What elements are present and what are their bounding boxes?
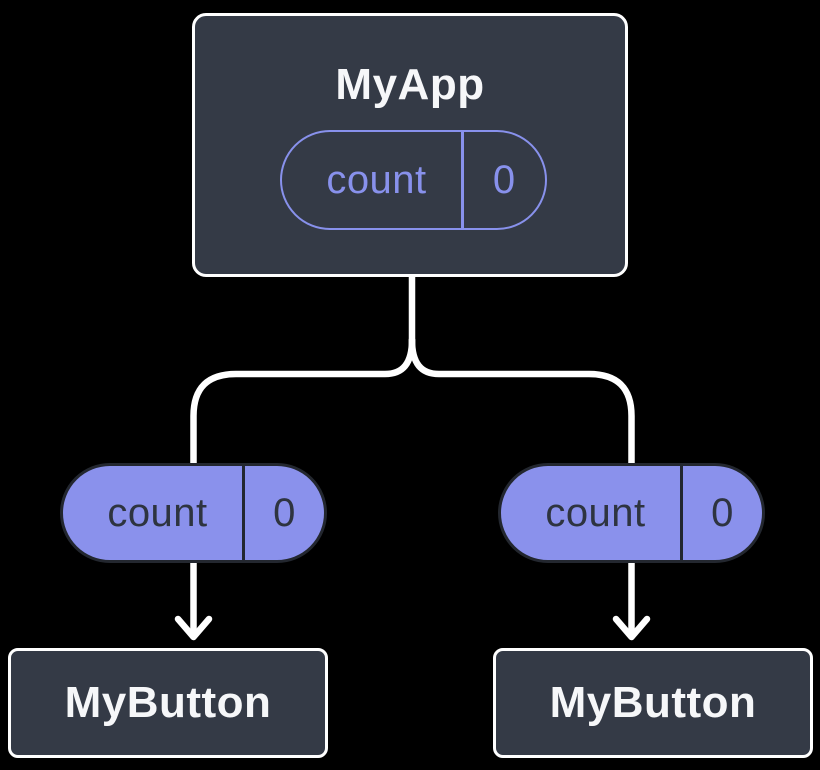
connector-branch-right bbox=[408, 336, 635, 470]
state-pill-value: 0 bbox=[492, 157, 516, 202]
prop-pill-left-value: 0 bbox=[273, 490, 296, 535]
prop-pill-left-label: count bbox=[107, 490, 208, 535]
prop-pill-right-value: 0 bbox=[711, 490, 734, 535]
prop-pill-left-divider bbox=[242, 466, 245, 560]
prop-pill-right-label: count bbox=[545, 490, 646, 535]
child-component-title-right: MyButton bbox=[549, 678, 757, 727]
child-component-title-left: MyButton bbox=[64, 678, 272, 727]
prop-pill-right-divider bbox=[680, 466, 683, 560]
state-pill-divider bbox=[461, 132, 464, 228]
child-component-card-left: MyButton bbox=[8, 648, 328, 758]
state-pill-label: count bbox=[326, 157, 427, 202]
root-component-title: MyApp bbox=[335, 60, 485, 109]
child-component-card-right: MyButton bbox=[493, 648, 813, 758]
root-component-card: MyApp count 0 bbox=[192, 13, 628, 277]
prop-pill-left: count 0 bbox=[60, 463, 327, 563]
prop-arrow-right-icon bbox=[612, 554, 651, 641]
prop-arrow-left-icon bbox=[174, 554, 213, 641]
prop-pill-right: count 0 bbox=[498, 463, 765, 563]
state-pill: count 0 bbox=[280, 130, 547, 230]
connector-branch-left bbox=[190, 336, 416, 470]
